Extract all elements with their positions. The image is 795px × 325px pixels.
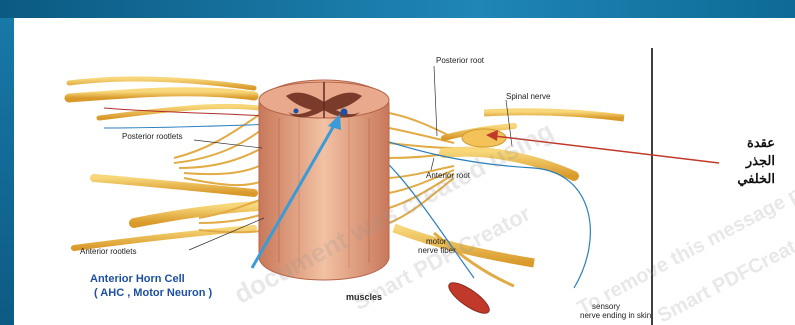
muscle-icon: [445, 278, 493, 319]
arabic-label-line1: عقدة: [719, 134, 775, 152]
slide-canvas: Posterior root Spinal nerve Posterior ro…: [14, 18, 795, 325]
upper-right-nerve: [484, 112, 624, 118]
arabic-label-line3: الخلفي: [719, 170, 775, 188]
slide-left-band: [0, 18, 14, 325]
anterior-horn-cell-dot: [341, 109, 348, 116]
posterior-rootlets-left: [174, 113, 266, 185]
left-lower-nerve-bundle: [74, 178, 259, 248]
ahc-label-line1: Anterior Horn Cell: [90, 272, 185, 286]
label-spinal-nerve: Spinal nerve: [506, 92, 550, 101]
anterior-horn-cell-dot-left: [294, 109, 299, 114]
anterior-root-pointer: [431, 158, 434, 170]
label-posterior-rootlets: Posterior rootlets: [122, 132, 182, 141]
posterior-root-pointer: [434, 66, 437, 136]
label-posterior-root: Posterior root: [436, 56, 484, 65]
left-upper-nerve-bundle: [69, 79, 259, 118]
arabic-label-line2: الجذر: [719, 152, 775, 170]
ahc-label-line2: ( AHC , Motor Neuron ): [94, 286, 212, 300]
slide-top-band: [0, 0, 795, 18]
label-anterior-rootlets: Anterior rootlets: [80, 247, 136, 256]
